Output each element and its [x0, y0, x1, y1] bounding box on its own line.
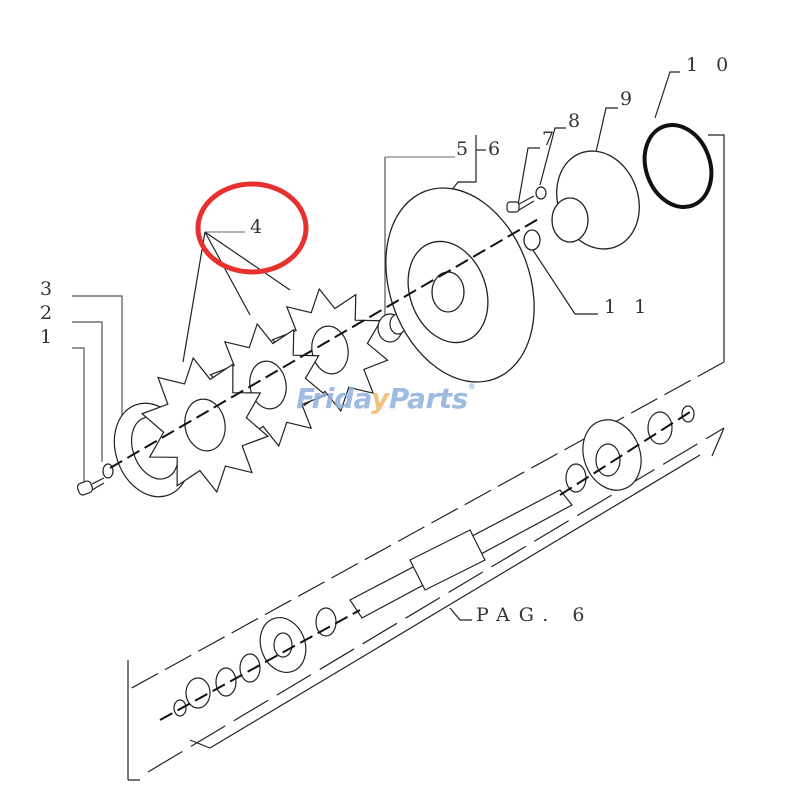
callout-6: 6: [488, 138, 507, 160]
callout-9: 9: [620, 88, 639, 110]
callout-1: 1: [40, 326, 59, 348]
watermark-text-1: Frida: [296, 382, 372, 415]
callout-11: 1 1: [604, 296, 653, 318]
callout-3: 3: [40, 278, 59, 300]
page-reference: PAG. 6: [476, 604, 594, 626]
callout-10: 1 0: [686, 54, 735, 76]
callout-4: 4: [250, 216, 269, 238]
callout-7: 7: [542, 128, 561, 150]
watermark-text-2: Parts: [388, 382, 468, 415]
watermark-text-v: y: [371, 382, 389, 415]
callout-2: 2: [40, 302, 59, 324]
callout-5: 5: [456, 138, 475, 160]
watermark-logo: FridayParts®: [296, 382, 476, 415]
registered-mark: ®: [467, 382, 476, 391]
callout-8: 8: [568, 110, 587, 132]
highlight-circle: [195, 181, 309, 275]
